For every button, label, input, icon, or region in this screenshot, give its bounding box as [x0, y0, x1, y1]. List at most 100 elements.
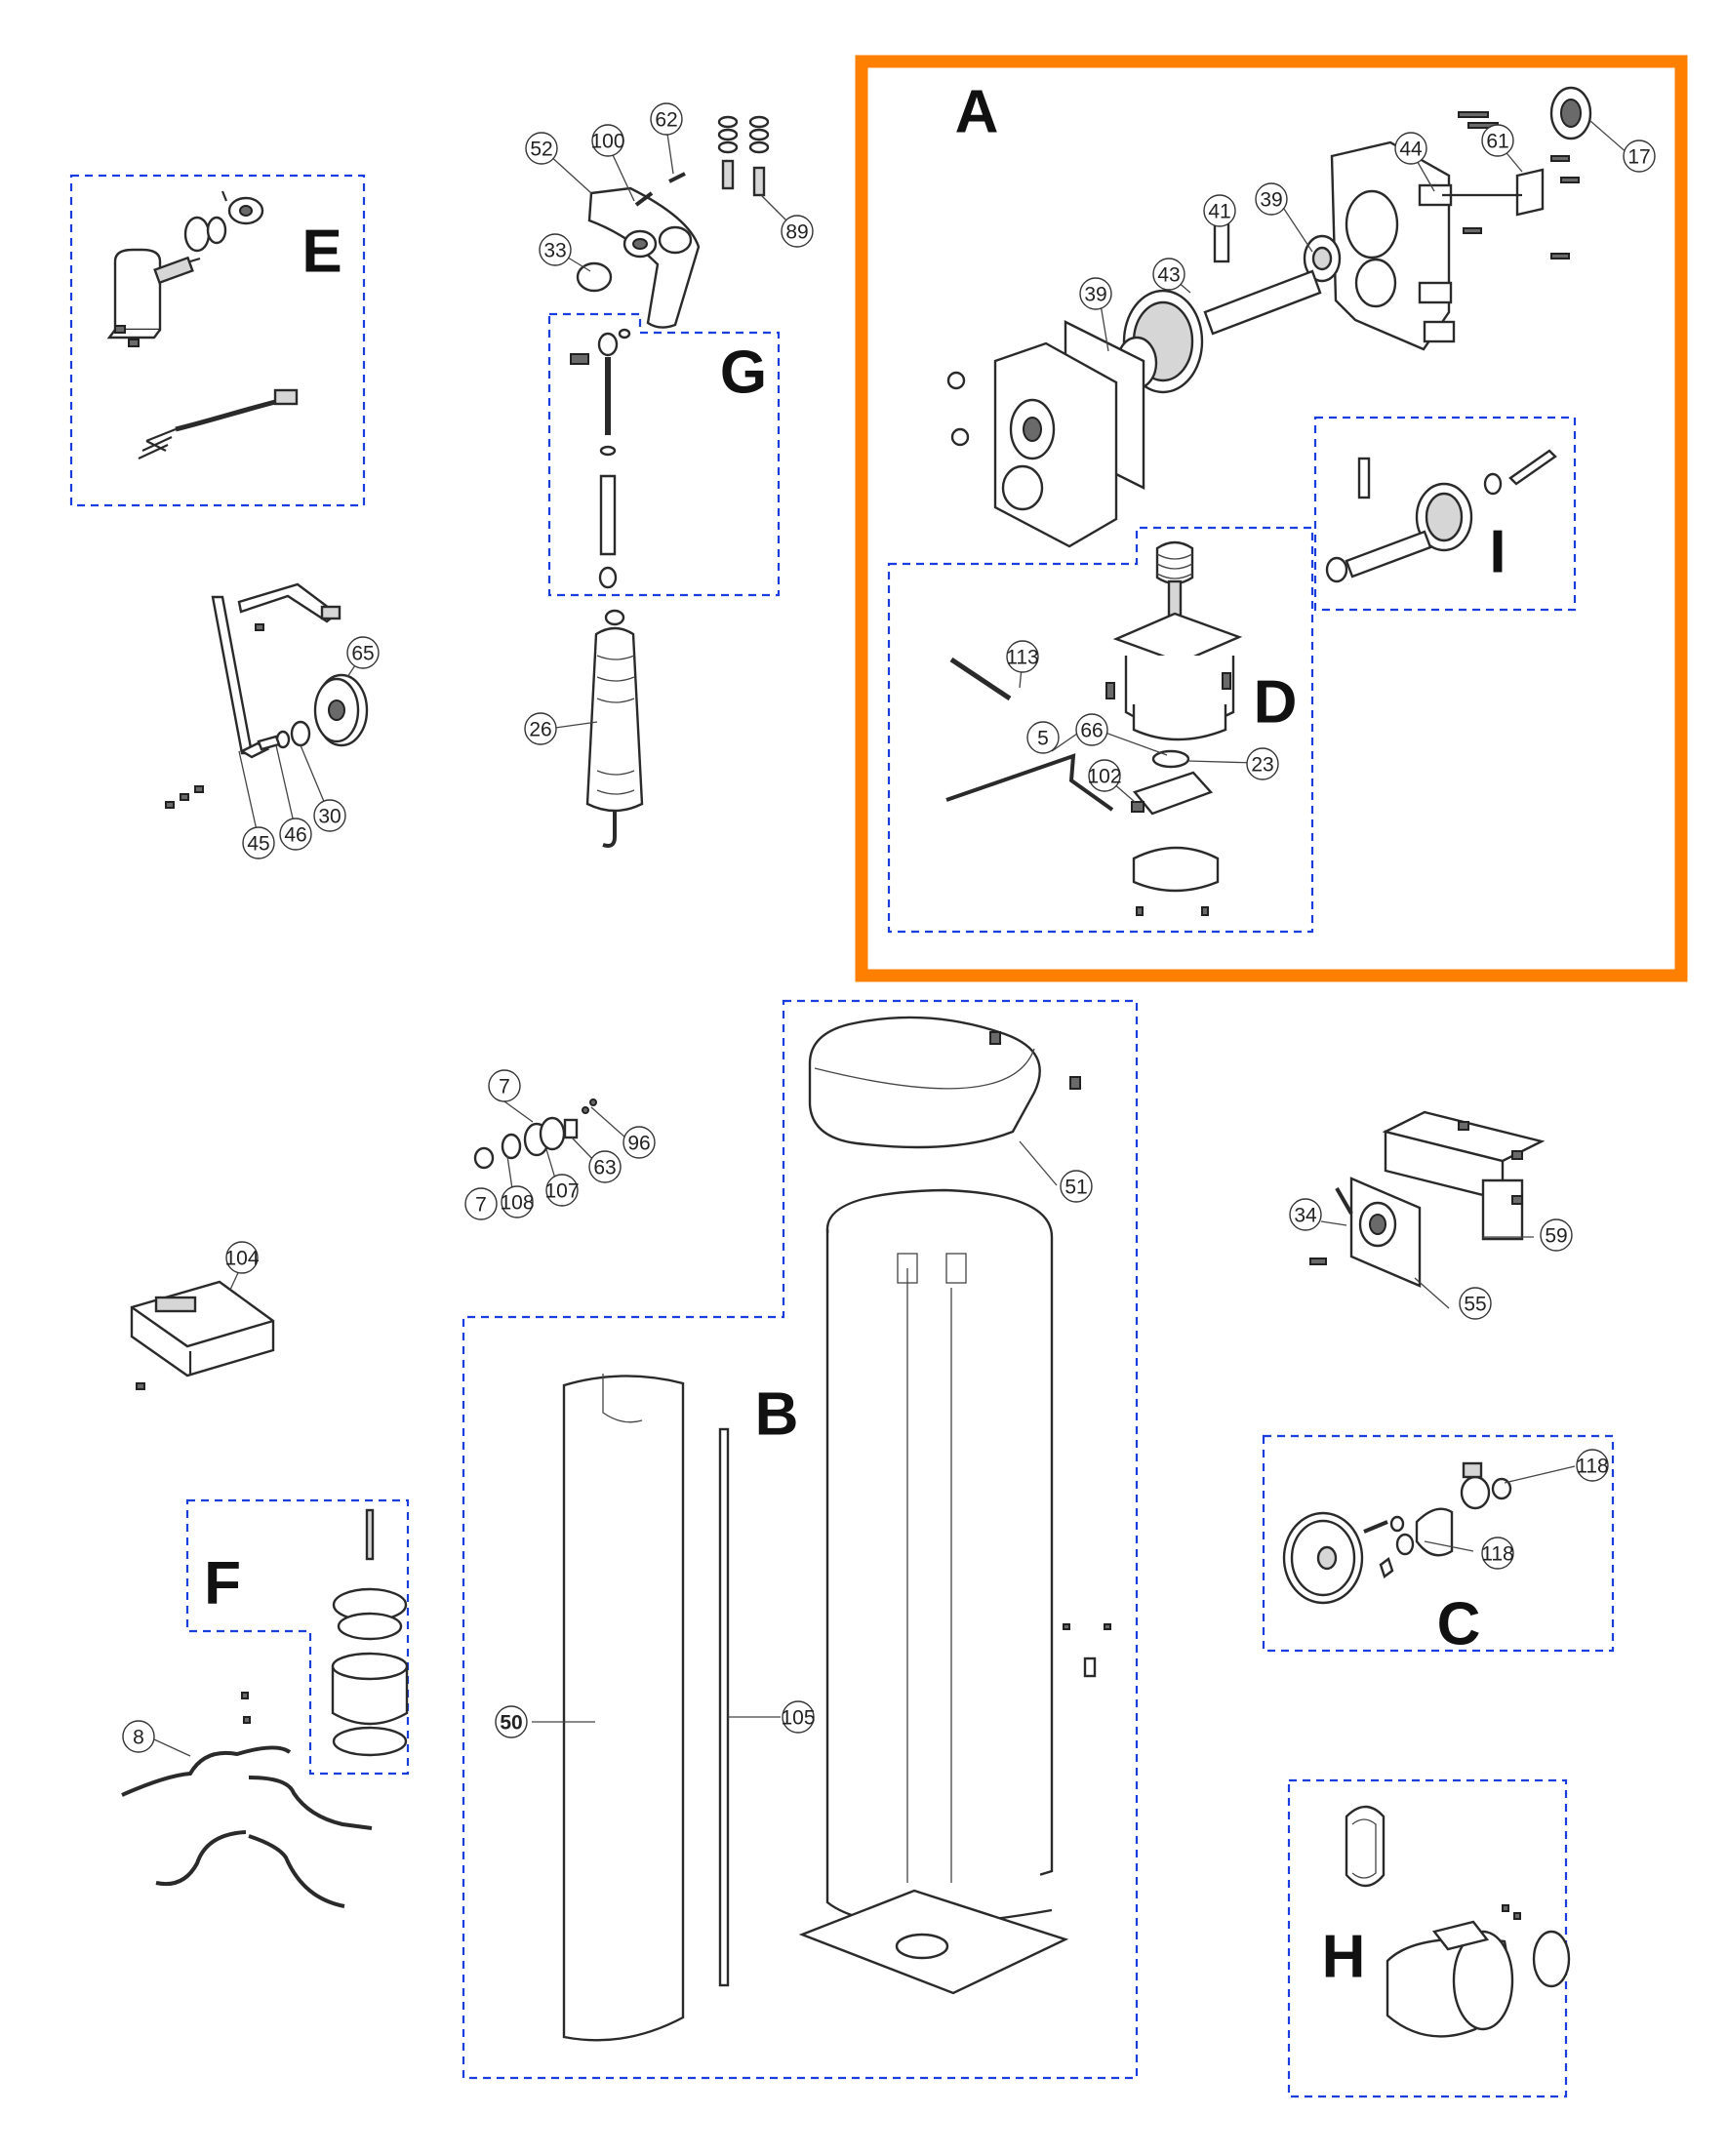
group-letter-h: H	[1322, 1924, 1366, 1991]
callout-62[interactable]: 62	[650, 102, 683, 136]
svg-text:105: 105	[781, 1707, 815, 1730]
svg-text:107: 107	[544, 1180, 579, 1203]
control-board-parts	[130, 1280, 275, 1390]
group-c-parts	[1282, 1461, 1512, 1605]
callout-104[interactable]: 104	[224, 1241, 260, 1274]
callout-33[interactable]: 33	[539, 233, 572, 266]
group-outline-f[interactable]	[185, 1498, 410, 1776]
callout-66[interactable]: 66	[1075, 713, 1108, 746]
callout-30[interactable]: 30	[313, 799, 346, 832]
svg-text:43: 43	[1157, 264, 1180, 287]
callout-43[interactable]: 43	[1152, 258, 1185, 291]
group-outline-c[interactable]	[1262, 1434, 1615, 1653]
callout-34[interactable]: 34	[1289, 1198, 1322, 1231]
group-g-parts	[570, 328, 631, 589]
part-number-callouts: 52 100 62 89 33 26 17 61 44 41 39 39 43 …	[122, 102, 1656, 1753]
svg-text:26: 26	[529, 719, 551, 741]
group-letters: A B C D E F G H I	[204, 79, 1506, 1991]
group-outline-h[interactable]	[1287, 1778, 1568, 2098]
svg-text:61: 61	[1486, 131, 1508, 153]
callout-59[interactable]: 59	[1540, 1218, 1573, 1252]
callout-118-top[interactable]: 118	[1576, 1449, 1609, 1482]
group-outline-d[interactable]	[887, 526, 1314, 934]
svg-text:96: 96	[627, 1133, 650, 1155]
callout-108[interactable]: 108	[500, 1185, 535, 1218]
svg-text:118: 118	[1576, 1456, 1608, 1478]
group-letter-i: I	[1489, 519, 1506, 586]
callout-50[interactable]: 50	[495, 1705, 528, 1738]
svg-text:7: 7	[499, 1076, 510, 1098]
svg-text:30: 30	[318, 806, 341, 828]
svg-text:104: 104	[224, 1248, 259, 1270]
callout-105[interactable]: 105	[781, 1700, 816, 1734]
spring-unit-parts	[585, 609, 644, 848]
group-i-parts	[1325, 449, 1557, 583]
callout-23[interactable]: 23	[1246, 747, 1279, 780]
group-letter-c: C	[1437, 1591, 1481, 1658]
group-h-parts	[1345, 1805, 1571, 2038]
group-letter-a: A	[955, 79, 999, 146]
callout-65[interactable]: 65	[346, 636, 380, 669]
cable-set-parts	[121, 1692, 373, 1908]
callout-51[interactable]: 51	[1060, 1170, 1093, 1203]
group-letter-e: E	[301, 219, 341, 286]
svg-text:39: 39	[1084, 284, 1106, 306]
group-outline-g[interactable]	[547, 312, 781, 597]
callout-39-right[interactable]: 39	[1255, 182, 1288, 216]
svg-text:89: 89	[785, 221, 808, 244]
callout-17[interactable]: 17	[1623, 140, 1656, 173]
group-b-parts	[562, 1016, 1111, 2042]
group-outline-b[interactable]	[462, 999, 1139, 2080]
callout-61[interactable]: 61	[1481, 124, 1514, 157]
callout-8[interactable]: 8	[122, 1720, 155, 1753]
callout-46[interactable]: 46	[279, 818, 312, 851]
highlight-frame-group-a[interactable]	[855, 55, 1688, 982]
svg-text:23: 23	[1251, 754, 1273, 777]
callout-52[interactable]: 52	[525, 132, 558, 165]
callout-45[interactable]: 45	[242, 826, 275, 859]
callout-89[interactable]: 89	[781, 215, 814, 248]
callout-39-left[interactable]: 39	[1079, 277, 1112, 310]
callout-102[interactable]: 102	[1087, 759, 1122, 792]
svg-text:17: 17	[1627, 146, 1650, 169]
group-letter-b: B	[755, 1381, 799, 1449]
crank-arm-parts	[165, 582, 369, 809]
svg-text:118: 118	[1481, 1543, 1513, 1566]
svg-text:5: 5	[1037, 728, 1049, 750]
callout-7-bottom[interactable]: 7	[464, 1187, 498, 1220]
svg-text:39: 39	[1260, 189, 1282, 212]
svg-text:50: 50	[500, 1712, 522, 1735]
callout-26[interactable]: 26	[524, 712, 557, 745]
group-f-parts	[331, 1508, 409, 1757]
group-outline-i[interactable]	[1313, 416, 1577, 612]
svg-text:45: 45	[247, 833, 269, 856]
group-d-parts	[945, 540, 1243, 916]
callout-63[interactable]: 63	[588, 1150, 622, 1183]
callout-113[interactable]: 113	[1006, 640, 1039, 673]
svg-text:62: 62	[655, 109, 677, 132]
callout-7-top[interactable]: 7	[488, 1069, 521, 1102]
callout-118-bottom[interactable]: 118	[1481, 1537, 1514, 1570]
svg-text:108: 108	[500, 1192, 534, 1215]
svg-text:113: 113	[1006, 647, 1038, 669]
lever-plate-parts	[576, 115, 770, 329]
callout-55[interactable]: 55	[1459, 1287, 1492, 1320]
mounting-bracket-parts	[1309, 1110, 1546, 1288]
callout-41[interactable]: 41	[1203, 194, 1236, 227]
group-outline-e[interactable]	[69, 174, 366, 507]
svg-text:44: 44	[1399, 139, 1423, 161]
callout-5[interactable]: 5	[1026, 721, 1060, 754]
svg-text:8: 8	[133, 1727, 144, 1749]
svg-text:33: 33	[543, 240, 566, 262]
svg-text:7: 7	[475, 1194, 487, 1217]
svg-text:100: 100	[590, 131, 624, 153]
callout-96[interactable]: 96	[623, 1126, 656, 1159]
svg-text:51: 51	[1064, 1177, 1087, 1199]
callout-100[interactable]: 100	[590, 124, 625, 157]
svg-text:59: 59	[1545, 1225, 1567, 1248]
svg-text:34: 34	[1294, 1205, 1317, 1227]
svg-text:52: 52	[530, 139, 552, 161]
callout-44[interactable]: 44	[1394, 132, 1427, 165]
callout-107[interactable]: 107	[544, 1174, 580, 1207]
